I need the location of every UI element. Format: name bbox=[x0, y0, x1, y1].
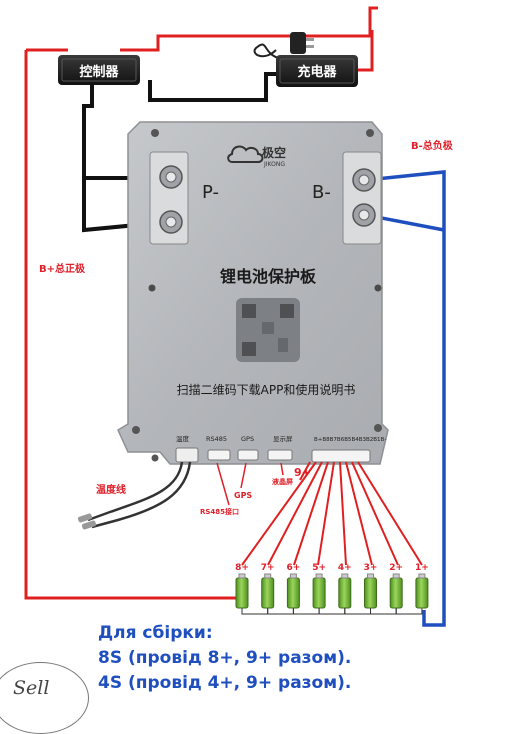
p-minus-terminal bbox=[149, 151, 189, 245]
bms-wiring-diagram: 控制器 充电器 极空 JIKONG P- B- 锂电 bbox=[24, 6, 454, 627]
battery-cell-body bbox=[312, 577, 326, 609]
charger-plug bbox=[253, 32, 314, 59]
battery-cell-label: 8+ bbox=[235, 563, 249, 573]
battery-cell-terminal bbox=[289, 573, 297, 579]
battery-cell: 2+ bbox=[389, 563, 423, 615]
temperature-wires bbox=[87, 461, 192, 529]
lcd-label: 液晶屏 bbox=[272, 477, 293, 486]
battery-cell-terminal bbox=[264, 573, 272, 579]
battery-cell-body bbox=[338, 577, 352, 609]
battery-cell-label: 3+ bbox=[364, 563, 378, 573]
battery-cells: 8+ 7+ 6+ 5+ 4+ 3+ 2+ 1+ bbox=[235, 563, 429, 615]
battery-cell-body bbox=[261, 577, 275, 609]
controller-box: 控制器 bbox=[58, 55, 140, 85]
battery-cell: 4+ bbox=[338, 563, 371, 615]
battery-cell-label: 7+ bbox=[261, 563, 275, 573]
battery-cell-terminal bbox=[315, 573, 323, 579]
brand-logo: 极空 JIKONG bbox=[227, 145, 286, 168]
qr-code bbox=[236, 298, 300, 362]
b-plus-total-label: B+总正极 bbox=[39, 262, 86, 275]
port-labels: 温度 RS485 GPS 显示屏 B+B8B7B6B5B4B3B2B1B- bbox=[176, 434, 386, 443]
port-label-gps: GPS bbox=[241, 435, 254, 443]
battery-cell-label: 1+ bbox=[415, 563, 429, 573]
temp-wire-label: 温度线 bbox=[96, 483, 126, 496]
battery-cell-body bbox=[364, 577, 377, 609]
battery-cell-label: 6+ bbox=[286, 563, 300, 573]
red-wires bbox=[24, 6, 378, 600]
battery-cell: 5+ bbox=[312, 563, 346, 615]
rs485-label: RS485接口 bbox=[200, 507, 239, 516]
battery-cell-label: 5+ bbox=[312, 563, 326, 573]
battery-cell-terminal bbox=[341, 573, 349, 579]
annotation-arrows bbox=[216, 462, 284, 506]
gps-label: GPS bbox=[234, 491, 252, 500]
battery-cell-label: 2+ bbox=[389, 563, 403, 573]
port-label-temp: 温度 bbox=[176, 434, 190, 443]
charger-label: 充电器 bbox=[297, 64, 337, 80]
controller-label: 控制器 bbox=[79, 64, 119, 80]
caption-line-2: 8S (провід 8+, 9+ разом). bbox=[98, 648, 352, 668]
connectors bbox=[175, 447, 371, 463]
port-label-rs485: RS485 bbox=[206, 435, 227, 443]
b-minus-total-label: B-总负极 bbox=[411, 139, 454, 152]
balance-wires bbox=[241, 461, 423, 566]
caption-line-1: Для сбірки: bbox=[98, 623, 213, 643]
port-label-display: 显示屏 bbox=[273, 435, 293, 443]
battery-cell-body bbox=[235, 577, 249, 609]
battery-cell-body bbox=[415, 577, 429, 609]
p-minus-label: P- bbox=[202, 182, 219, 203]
battery-cell-label: 4+ bbox=[338, 563, 352, 573]
battery-cell-terminal bbox=[392, 573, 400, 579]
battery-cell-body bbox=[286, 577, 300, 609]
battery-cell-terminal bbox=[367, 573, 374, 579]
nine-plus-label: 9+ bbox=[294, 466, 311, 479]
brand-sub: JIKONG bbox=[263, 161, 285, 168]
sell-sticker: Sell bbox=[0, 662, 89, 734]
caption-line-3: 4S (провід 4+, 9+ разом). bbox=[98, 673, 352, 693]
brand-name: 极空 bbox=[262, 145, 286, 160]
battery-cell: 1+ bbox=[415, 563, 429, 609]
b-minus-terminal bbox=[342, 151, 382, 245]
battery-cell-terminal bbox=[238, 573, 246, 579]
b-minus-label: B- bbox=[312, 182, 331, 203]
battery-cell-body bbox=[389, 577, 403, 609]
scan-instruction: 扫描二维码下载APP和使用说明书 bbox=[177, 382, 356, 397]
battery-cell-terminal bbox=[418, 573, 426, 579]
sell-sticker-text: Sell bbox=[13, 677, 50, 699]
board-title: 锂电池保护板 bbox=[220, 267, 317, 286]
charger-box: 充电器 bbox=[276, 55, 358, 87]
port-label-balance: B+B8B7B6B5B4B3B2B1B- bbox=[314, 437, 386, 443]
battery-cell: 3+ bbox=[364, 563, 397, 615]
